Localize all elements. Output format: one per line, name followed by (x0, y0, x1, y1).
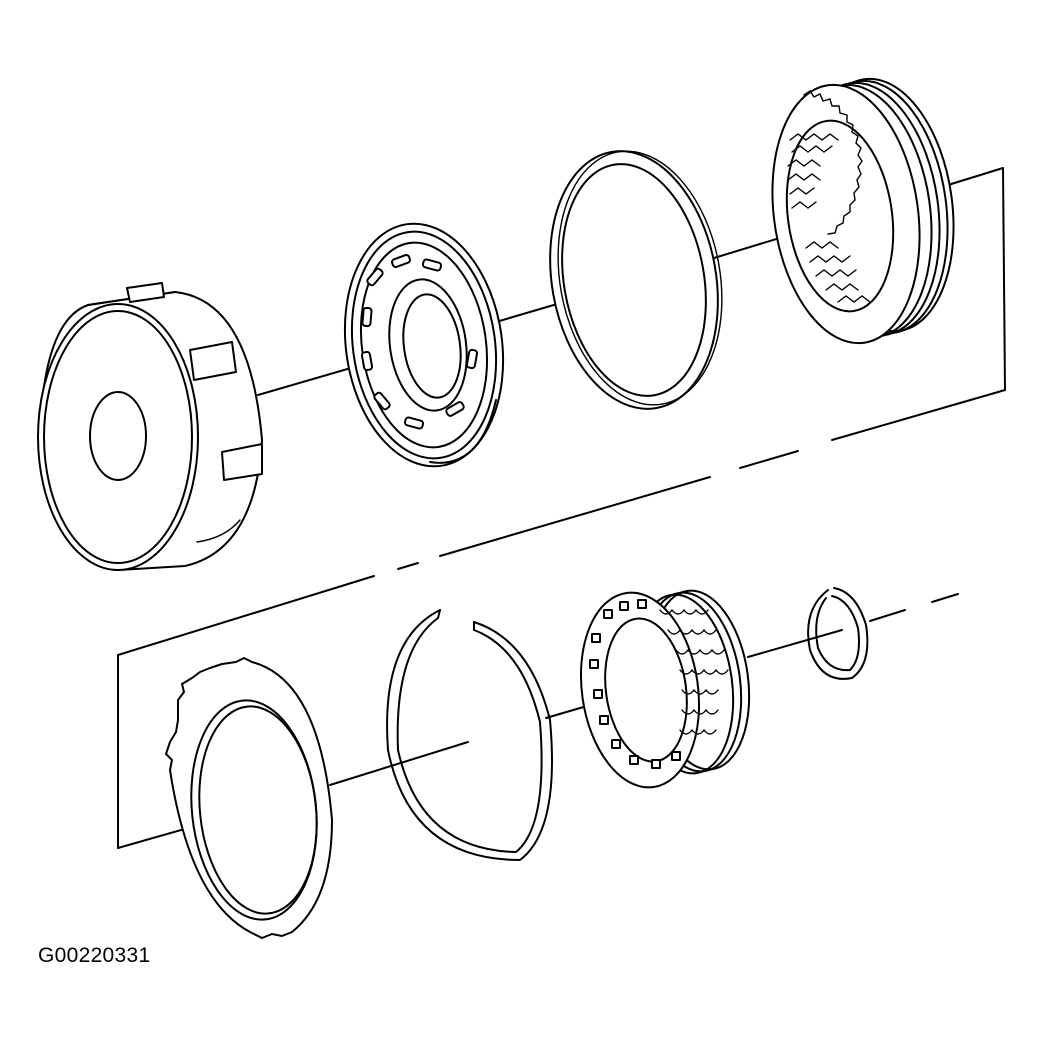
pressure-ring (549, 150, 723, 410)
lower-pack-teeth (589, 599, 681, 769)
lower-pack-mesh (659, 608, 729, 735)
figure-code-label: G00220331 (38, 944, 151, 967)
clutch-drum (37, 282, 263, 571)
piston-slots (360, 254, 479, 430)
large-snap-ring (386, 609, 553, 861)
small-snap-ring (807, 587, 869, 680)
friction-surface-pattern (787, 133, 871, 303)
lower-steel-plate (165, 657, 333, 939)
clutch-piston (343, 222, 505, 468)
upper-friction-plate-pack (771, 77, 955, 345)
lower-friction-plate-pack (579, 589, 751, 789)
